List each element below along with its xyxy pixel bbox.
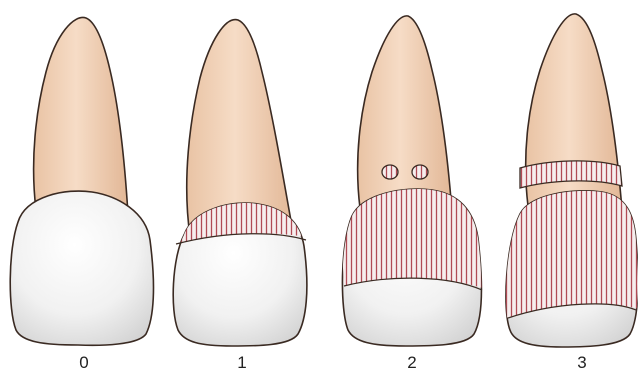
tooth-3-label: 3 — [577, 353, 586, 372]
tooth-1: 1 — [170, 20, 312, 372]
tooth-2-label: 2 — [407, 353, 416, 372]
tooth-3: 3 — [500, 14, 638, 372]
tooth-0: 0 — [10, 17, 153, 372]
tooth-2-dot-right — [412, 165, 428, 179]
tooth-0-label: 0 — [79, 353, 88, 372]
tooth-2: 2 — [338, 16, 488, 372]
tooth-2-dot-left — [382, 165, 398, 179]
tooth-0-root — [34, 17, 128, 214]
tooth-2-root — [358, 16, 452, 212]
tooth-0-crown — [10, 191, 153, 345]
tooth-1-label: 1 — [237, 353, 246, 372]
tooth-3-hatched-region — [500, 180, 638, 318]
